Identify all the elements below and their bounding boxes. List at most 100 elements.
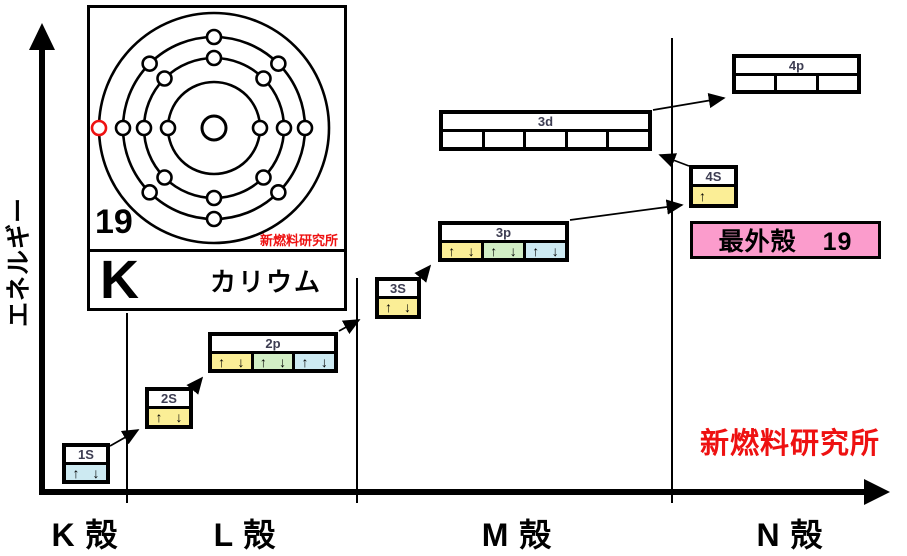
arrow-1s-2s bbox=[109, 429, 140, 447]
energy-axis-label: エネルギー bbox=[5, 197, 33, 328]
orbital-cells bbox=[736, 76, 857, 90]
spin-down-arrow-icon: ↓ bbox=[237, 353, 245, 370]
spin-down-arrow-icon: ↓ bbox=[551, 242, 559, 259]
orbital-cell bbox=[736, 76, 775, 90]
valence-electron bbox=[90, 119, 108, 137]
watermark-text: 新燃料研究所 bbox=[699, 428, 880, 460]
orbital-cells bbox=[443, 132, 648, 147]
outermost-shell-badge: 最外殻 19 bbox=[690, 221, 881, 259]
orbital-cells: ↑↓ bbox=[379, 299, 417, 315]
electron bbox=[255, 70, 272, 87]
spin-up-arrow-icon: ↑ bbox=[532, 242, 540, 259]
orbital-label: 4S bbox=[693, 169, 734, 187]
arrow-3d-4p bbox=[652, 93, 726, 111]
orbital-cell bbox=[815, 76, 857, 90]
orbital-cell: ↑↓ bbox=[66, 465, 106, 480]
orbital-cell: ↑↓ bbox=[523, 243, 565, 258]
spin-down-arrow-icon: ↓ bbox=[509, 242, 517, 259]
shell-divider-l-m bbox=[356, 278, 358, 503]
arrow-4s-3d bbox=[658, 153, 690, 168]
spin-up-arrow-icon: ↑ bbox=[155, 409, 163, 425]
element-name: カリウム bbox=[209, 266, 322, 297]
shell-label-m: M 殻 bbox=[481, 517, 553, 553]
electron bbox=[159, 119, 177, 137]
orbital-cell: ↑↓ bbox=[292, 353, 335, 370]
orbital-cell bbox=[481, 132, 524, 147]
orbital-label: 3S bbox=[379, 281, 417, 299]
spin-up-arrow-icon: ↑ bbox=[699, 187, 706, 204]
energy-axis bbox=[39, 46, 45, 493]
orbital-cell: ↑↓ bbox=[250, 353, 293, 370]
element-symbol: K bbox=[100, 249, 139, 310]
orbital-label: 1S bbox=[66, 447, 106, 465]
spin-up-arrow-icon: ↑ bbox=[259, 353, 267, 370]
shell-divider-m-n bbox=[671, 38, 673, 503]
electron bbox=[135, 119, 153, 137]
electron bbox=[251, 119, 269, 137]
electron bbox=[141, 55, 158, 72]
shell-label-k: K 殻 bbox=[51, 517, 119, 553]
energy-axis-arrowhead-icon bbox=[29, 23, 55, 50]
orbital-cells: ↑ bbox=[693, 187, 734, 204]
orbital-box-3d: 3d bbox=[439, 110, 652, 151]
spin-down-arrow-icon: ↓ bbox=[175, 409, 183, 425]
orbital-box-2s: 2S↑↓ bbox=[145, 387, 193, 429]
shell-label-n: N 殻 bbox=[756, 517, 824, 553]
element-card: 19 新燃料研究所 K カリウム bbox=[87, 5, 347, 311]
bohr-model-panel: 19 新燃料研究所 bbox=[90, 8, 344, 252]
electron bbox=[205, 189, 223, 207]
spin-up-arrow-icon: ↑ bbox=[448, 242, 456, 259]
spin-up-arrow-icon: ↑ bbox=[218, 353, 226, 370]
electron bbox=[270, 55, 287, 72]
shell-axis-arrowhead-icon bbox=[864, 479, 890, 505]
orbital-cell: ↑↓ bbox=[481, 243, 523, 258]
electron bbox=[156, 169, 173, 186]
spin-down-arrow-icon: ↓ bbox=[279, 353, 287, 370]
electron bbox=[270, 184, 287, 201]
electron bbox=[275, 119, 293, 137]
orbital-cell bbox=[564, 132, 607, 147]
orbital-label: 3d bbox=[443, 114, 648, 132]
electron bbox=[141, 184, 158, 201]
electron bbox=[205, 210, 223, 228]
spin-down-arrow-icon: ↓ bbox=[404, 299, 411, 315]
element-card-footer: K カリウム bbox=[90, 252, 344, 308]
shell-divider-k-l bbox=[126, 313, 128, 503]
orbital-cells: ↑↓↑↓↑↓ bbox=[442, 243, 565, 258]
spin-up-arrow-icon: ↑ bbox=[72, 464, 80, 481]
spin-down-arrow-icon: ↓ bbox=[92, 464, 100, 481]
orbital-cell: ↑↓ bbox=[212, 354, 251, 369]
shell-label-l: L 殻 bbox=[213, 517, 277, 553]
orbital-cell bbox=[443, 132, 482, 147]
orbital-cell: ↑↓ bbox=[149, 409, 189, 425]
electron bbox=[205, 28, 223, 46]
card-watermark-text: 新燃料研究所 bbox=[259, 233, 338, 248]
orbital-label: 4p bbox=[736, 58, 857, 76]
orbital-cell bbox=[523, 132, 565, 147]
orbital-box-3p: 3p↑↓↑↓↑↓ bbox=[438, 221, 569, 262]
orbital-cell bbox=[774, 76, 816, 90]
orbital-label: 2p bbox=[212, 336, 334, 354]
orbital-cells: ↑↓ bbox=[149, 409, 189, 425]
orbital-box-1s: 1S↑↓ bbox=[62, 443, 110, 484]
arrow-3p-4s bbox=[569, 199, 684, 221]
orbital-cell: ↑ bbox=[693, 187, 734, 204]
electron bbox=[255, 169, 272, 186]
orbital-cell bbox=[606, 132, 648, 147]
orbital-box-2p: 2p↑↓↑↓↑↓ bbox=[208, 332, 338, 373]
spin-down-arrow-icon: ↓ bbox=[467, 242, 475, 259]
atomic-number: 19 bbox=[95, 203, 133, 241]
spin-up-arrow-icon: ↑ bbox=[301, 353, 309, 370]
spin-up-arrow-icon: ↑ bbox=[385, 299, 392, 315]
bohr-model bbox=[90, 11, 331, 245]
spin-up-arrow-icon: ↑ bbox=[490, 242, 498, 259]
arrow-3s-3p bbox=[414, 264, 432, 283]
spin-down-arrow-icon: ↓ bbox=[320, 353, 328, 370]
orbital-label: 2S bbox=[149, 391, 189, 409]
orbital-box-4p: 4p bbox=[732, 54, 861, 94]
orbital-cell: ↑↓ bbox=[379, 299, 417, 315]
orbital-box-4s: 4S↑ bbox=[689, 165, 738, 208]
electron bbox=[205, 49, 223, 67]
orbital-cells: ↑↓↑↓↑↓ bbox=[212, 353, 335, 370]
